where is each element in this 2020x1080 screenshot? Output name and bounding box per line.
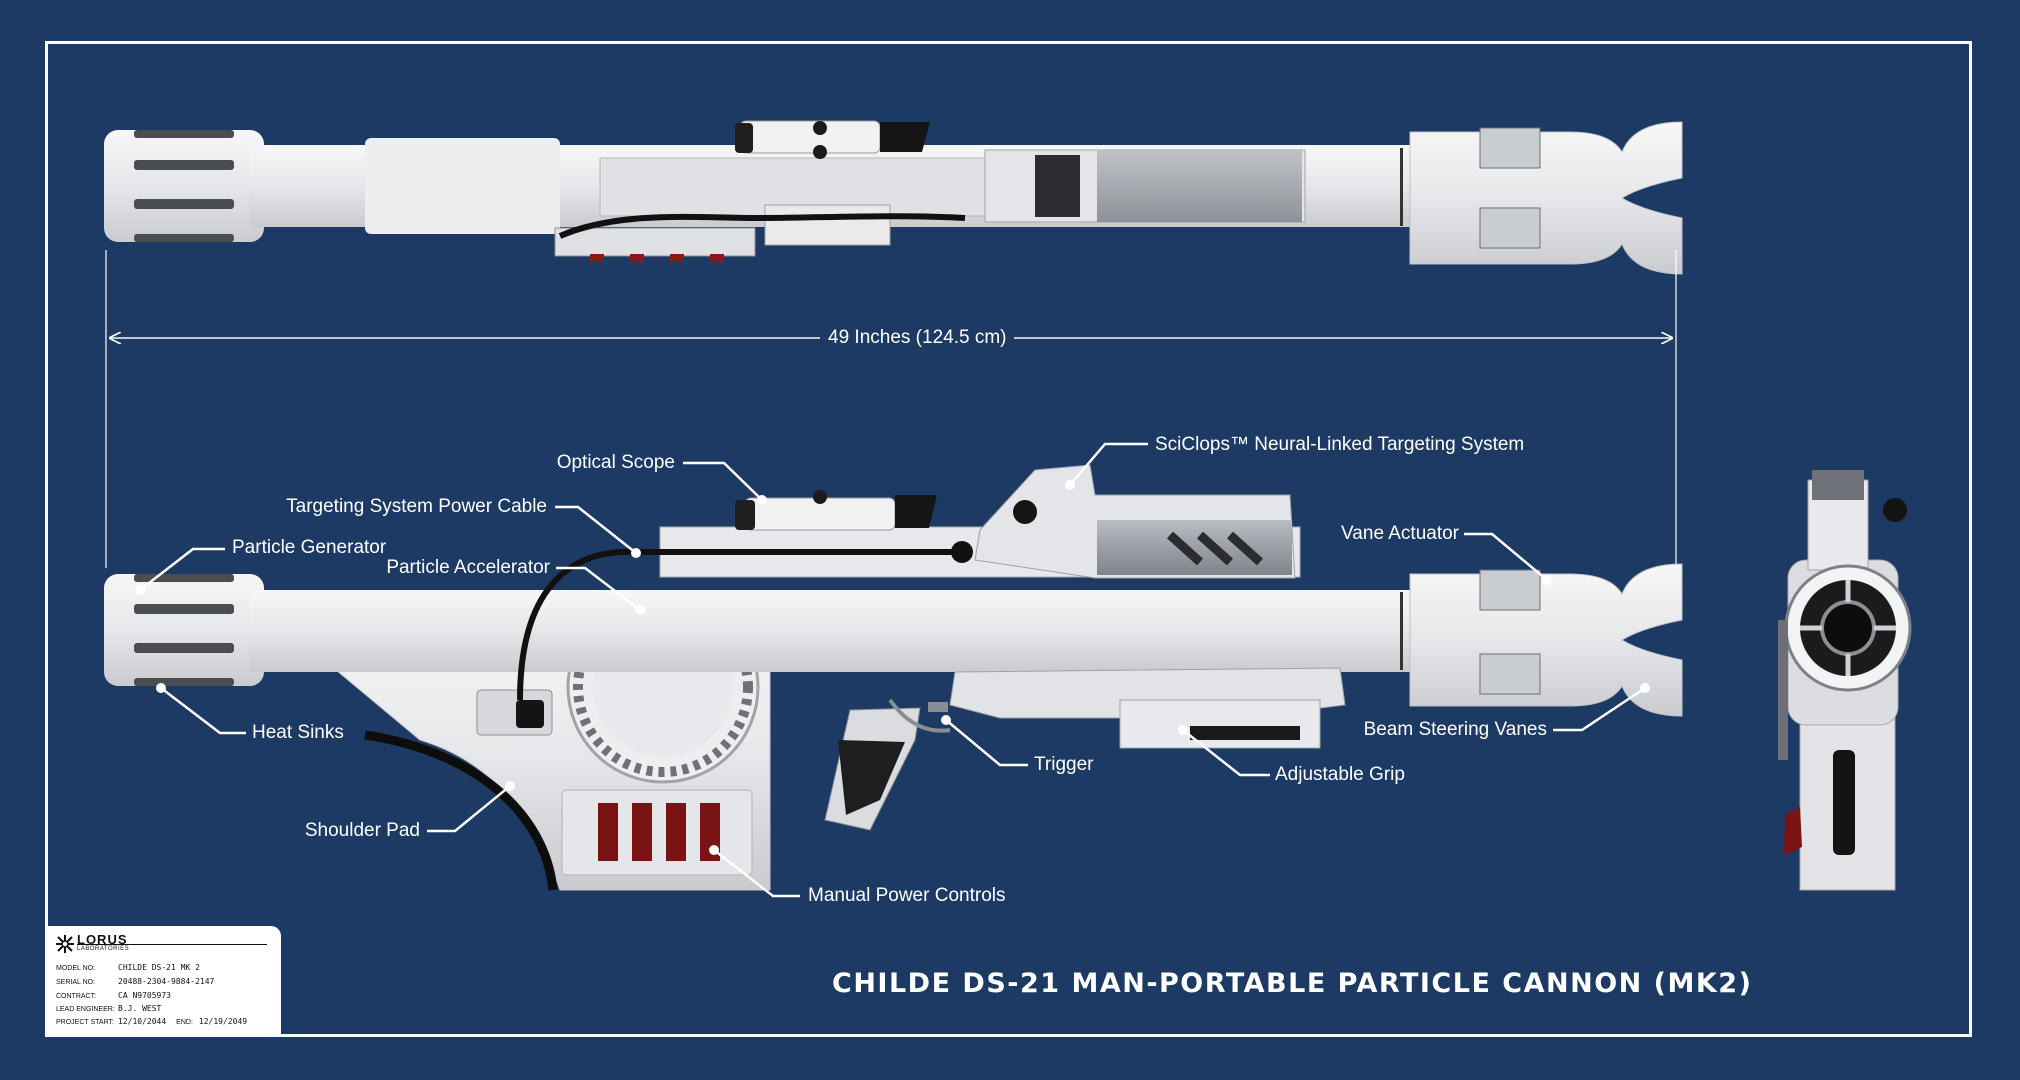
border-frame (45, 41, 1972, 1037)
adjustable-grip (1119, 699, 1321, 749)
label-manual-power-controls: Manual Power Controls (808, 885, 1006, 906)
side-vanes (1409, 563, 1683, 717)
title-plate: LORUS LABORATORIES MODEL NO:CHILDE DS-21… (45, 926, 281, 1037)
top-view (104, 120, 1683, 275)
model-row: MODEL NO:CHILDE DS-21 MK 2 (56, 963, 200, 972)
label-power-cable: Targeting System Power Cable (286, 496, 547, 517)
side-view (104, 464, 1683, 891)
label-trigger: Trigger (1034, 754, 1094, 775)
top-heat-sinks (134, 130, 234, 242)
label-beam-steering-vanes: Beam Steering Vanes (1363, 719, 1547, 740)
brand-sub: LABORATORIES (77, 946, 130, 952)
label-sciclops: SciClops™ Neural-Linked Targeting System (1155, 434, 1525, 455)
engineer-row: LEAD ENGINEER:B.J. WEST (56, 1004, 162, 1013)
power-cable (517, 549, 960, 701)
label-shoulder-pad: Shoulder Pad (304, 820, 420, 841)
label-adjustable-grip: Adjustable Grip (1275, 764, 1405, 785)
label-particle-generator: Particle Generator (232, 537, 387, 558)
diagram-title: CHILDE DS-21 MAN-PORTABLE PARTICLE CANNO… (832, 968, 1753, 999)
brand-rule (77, 944, 267, 945)
label-heat-sinks: Heat Sinks (252, 722, 344, 743)
side-barrel (250, 590, 1450, 672)
contract-row: CONTRACT:CA N9705973 (56, 991, 171, 1000)
lorus-star-icon (56, 935, 74, 953)
dimension-label: 49 Inches (124.5 cm) (820, 327, 1015, 349)
side-heat-sinks (134, 574, 234, 686)
front-view (1778, 470, 1912, 891)
label-optical-scope: Optical Scope (556, 452, 675, 473)
label-particle-accelerator: Particle Accelerator (386, 557, 550, 578)
serial-row: SERIAL NO:20488-2304-9884-2147 (56, 977, 215, 986)
leader-lines (139, 442, 1646, 898)
shoulder-pad (364, 730, 558, 891)
top-generator (104, 130, 264, 242)
label-vane-actuator: Vane Actuator (1341, 523, 1459, 544)
brand-name: LORUS (77, 932, 128, 947)
side-generator (104, 574, 264, 686)
